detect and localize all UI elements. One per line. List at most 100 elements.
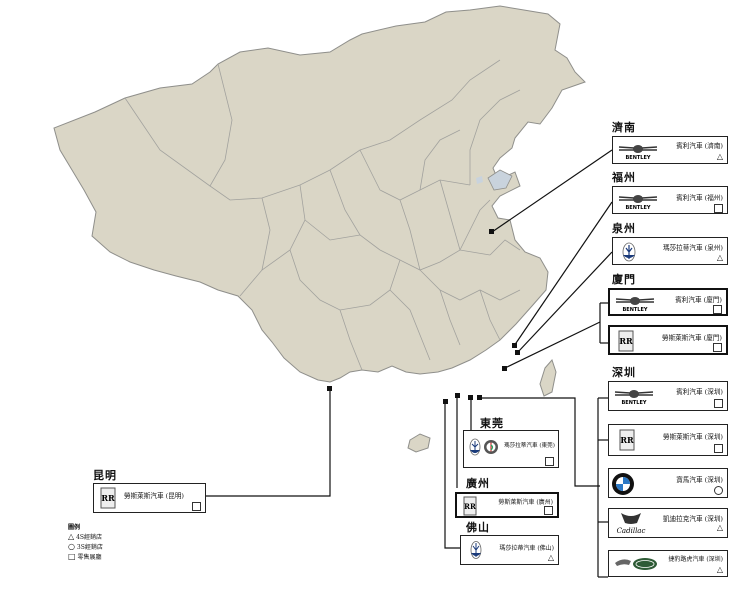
maserati-logo-icon [470,541,482,559]
svg-text:BENTLEY: BENTLEY [621,400,646,406]
svg-text:RR: RR [619,336,633,346]
city-label-fuzhou: 福州 [612,171,636,184]
triangle-icon: △ [716,152,723,161]
city-label-guangzhou: 廣州 [466,477,490,490]
bohai-bay [487,169,513,191]
city-label-foshan: 佛山 [466,521,490,534]
circle-icon: ○ [68,542,75,551]
dealer-name: 賓利汽車 (深圳) [676,388,723,396]
dealer-card-fuzhou-bentley: BENTLEY 賓利汽車 (福州) [612,186,728,214]
leader-lines [206,149,613,578]
dealer-card-guangzhou-rollsroyce: RR 勞斯萊斯汽車 (廣州) [455,492,559,518]
legend-item-showroom: □ 零售展廳 [68,552,102,561]
dealer-card-shenzhen-bentley: BENTLEY 賓利汽車 (深圳) [608,381,728,411]
square-icon [713,343,722,352]
dealer-card-foshan-maserati: 瑪莎拉蒂汽車 (佛山) △ [460,535,559,565]
hainan-island [407,433,431,453]
marker-guangzhou [455,393,460,398]
dealer-name: 賓利汽車 (福州) [676,194,723,202]
cadillac-logo-icon: Cadillac [617,513,646,535]
square-icon [714,204,723,213]
maserati-logo-icon [622,242,636,262]
city-label-shenzhen: 深圳 [612,366,636,379]
marker-shenzhen [477,395,482,400]
triangle-icon: △ [716,523,723,532]
svg-text:RR: RR [101,493,115,503]
square-icon [714,399,723,408]
dealer-card-xiamen-bentley: BENTLEY 賓利汽車 (廈門) [608,288,728,316]
dealer-card-shenzhen-bmw: 寶馬汽車 (深圳) [608,468,728,498]
marker-foshan [443,399,448,404]
circle-icon [714,486,723,495]
rolls-royce-logo-icon: RR [100,487,116,509]
svg-text:RR: RR [620,435,634,445]
bentley-logo-icon: BENTLEY [618,145,658,161]
city-label-kunming: 昆明 [93,469,117,482]
legend-title: 圖例 [68,524,81,531]
dealer-card-dongguan-maserati: 瑪莎拉蒂汽車 (東莞) [463,430,559,468]
marker-jinan [489,229,494,234]
rolls-royce-logo-icon: RR [618,330,634,352]
square-icon [192,502,201,511]
dealer-name: 勞斯萊斯汽車 (廣州) [498,499,553,506]
province-lines [124,59,521,371]
dealer-card-kunming-rollsroyce: RR 勞斯萊斯汽車 (昆明) [93,483,206,513]
dealer-card-shenzhen-rollsroyce: RR 勞斯萊斯汽車 (深圳) [608,424,728,456]
dealer-card-quanzhou-maserati: 瑪莎拉蒂汽車 (泉州) △ [612,237,728,265]
dealer-name: 勞斯萊斯汽車 (深圳) [663,433,723,441]
dealer-card-shenzhen-cadillac: Cadillac 凱迪拉克汽車 (深圳) △ [608,508,728,538]
dealer-name: 賓利汽車 (廈門) [675,296,722,304]
taiwan-island [539,359,557,397]
triangle-icon: △ [547,553,554,562]
dealer-name: 瑪莎拉蒂汽車 (東莞) [504,443,555,449]
svg-text:BENTLEY: BENTLEY [622,307,647,313]
city-label-jinan: 濟南 [612,121,636,134]
legend: 圖例 △ 4S經銷店 ○ 3S經銷店 □ 零售展廳 [68,524,148,562]
dealer-name: 瑪莎拉蒂汽車 (泉州) [663,244,723,252]
city-label-dongguan: 東莞 [480,417,504,430]
legend-item-4s: △ 4S經銷店 [68,532,103,541]
china-outline [53,5,586,383]
city-label-quanzhou: 泉州 [612,222,636,235]
marker-dongguan [468,395,473,400]
city-markers [327,229,520,404]
square-icon [545,457,554,466]
dealer-card-xiamen-rollsroyce: RR 勞斯萊斯汽車 (廈門) [608,325,728,355]
lake [476,176,483,184]
dealer-name: 勞斯萊斯汽車 (廈門) [662,334,722,342]
marker-kunming [327,386,332,391]
bentley-logo-icon: BENTLEY [618,195,658,211]
rolls-royce-logo-icon: RR [463,496,477,516]
marker-quanzhou [515,350,520,355]
legend-item-3s: ○ 3S經銷店 [68,542,103,551]
jaguar-landrover-logo-icon [615,558,657,570]
dealer-name: 寶馬汽車 (深圳) [676,476,723,484]
dealer-card-jinan-bentley: BENTLEY 賓利汽車 (濟南) △ [612,136,728,164]
svg-text:BENTLEY: BENTLEY [625,205,650,211]
square-icon [714,444,723,453]
bmw-logo-icon [612,473,634,495]
triangle-icon: △ [716,253,723,262]
svg-text:RR: RR [464,502,476,511]
bentley-logo-icon: BENTLEY [614,390,654,406]
rolls-royce-logo-icon: RR [619,429,635,451]
square-icon [544,506,553,515]
bentley-logo-icon: BENTLEY [615,297,655,313]
triangle-icon: △ [716,565,723,574]
square-icon [713,305,722,314]
city-label-xiamen: 廈門 [612,273,636,286]
square-icon: □ [68,552,76,561]
dealer-name: 賓利汽車 (濟南) [676,142,723,150]
dealer-name: 瑪莎拉蒂汽車 (佛山) [499,545,554,552]
svg-text:Cadillac: Cadillac [617,527,646,535]
marker-xiamen [502,366,507,371]
dealer-name: 凱迪拉克汽車 (深圳) [663,515,723,523]
svg-text:BENTLEY: BENTLEY [625,155,650,161]
dealer-name: 捷豹路虎汽車 (深圳) [668,556,723,563]
maserati-alfa-logo-icon [469,438,498,456]
triangle-icon: △ [68,532,75,541]
marker-fuzhou [512,343,517,348]
dealer-card-shenzhen-jlr: 捷豹路虎汽車 (深圳) △ [608,550,728,577]
